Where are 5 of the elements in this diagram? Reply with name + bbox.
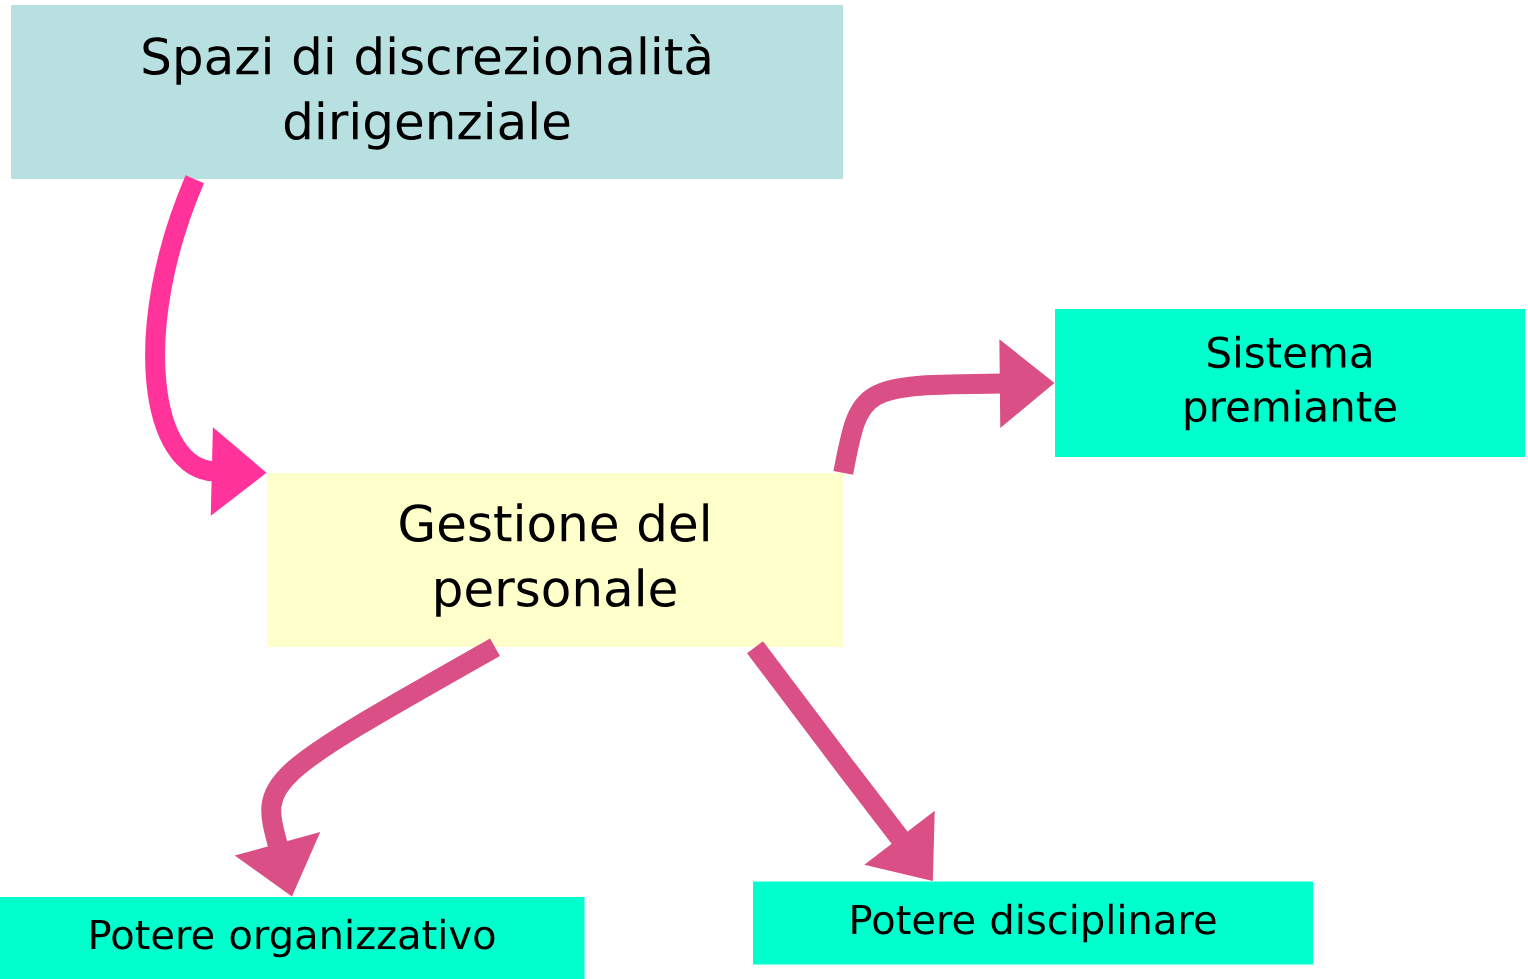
text-box: Potere disciplinare — [753, 881, 1313, 965]
text-box: Sistema premiante — [1055, 309, 1525, 457]
text-box: Potere organizzativo — [0, 897, 585, 979]
text-box: Spazi di discrezionalità dirigenziale — [11, 5, 843, 179]
text-box: Gestione del personale — [267, 473, 843, 647]
